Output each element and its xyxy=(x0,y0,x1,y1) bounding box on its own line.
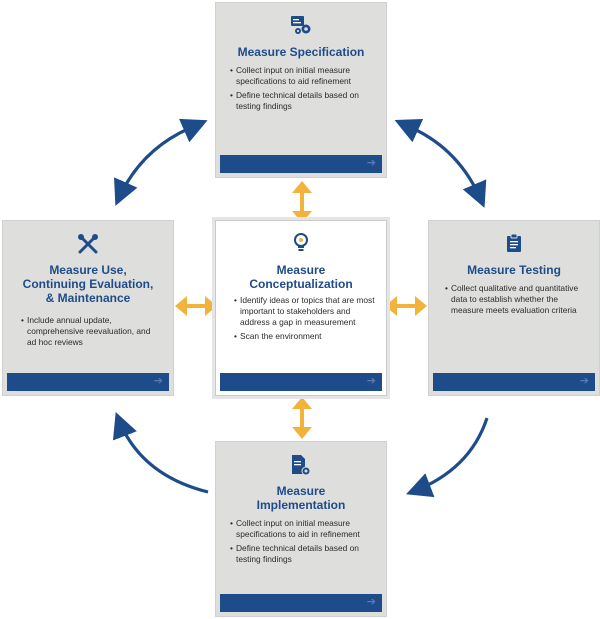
implementation-footer-bar: ➔ xyxy=(220,594,382,612)
testing-title: Measure Testing xyxy=(467,263,561,277)
yellow-arrow-bottom xyxy=(292,397,312,439)
arrow-right-icon: ➔ xyxy=(579,375,589,387)
card-testing: Measure Testing Collect qualitative and … xyxy=(428,220,600,396)
use-footer-bar: ➔ xyxy=(7,373,169,391)
concept-footer-bar: ➔ xyxy=(220,373,382,391)
use-title-line3: & Maintenance xyxy=(45,291,131,305)
use-bullets: Include annual update, comprehensive ree… xyxy=(21,315,161,351)
arrow-spec-to-testing xyxy=(394,119,487,208)
use-title-line2: Continuing Evaluation, xyxy=(22,277,154,291)
list-item: Define technical details based on testin… xyxy=(230,90,378,112)
spec-bullets: Collect input on initial measure specifi… xyxy=(230,65,378,115)
card-conceptualization: Measure Conceptualization Identify ideas… xyxy=(215,220,387,396)
arrow-right-icon: ➔ xyxy=(153,375,163,387)
testing-footer-bar: ➔ xyxy=(433,373,595,391)
card-implementation: Measure Implementation Collect input on … xyxy=(215,441,387,617)
document-gear-icon xyxy=(291,454,311,481)
testing-bullets: Collect qualitative and quantitative dat… xyxy=(445,283,589,319)
list-item: Include annual update, comprehensive ree… xyxy=(21,315,161,348)
arrow-spec-to-use xyxy=(114,118,208,206)
arrow-testing-to-implementation xyxy=(406,417,489,498)
list-item: Identify ideas or topics that are most i… xyxy=(234,295,376,328)
arrow-right-icon: ➔ xyxy=(366,596,376,608)
concept-title-line1: Measure xyxy=(276,263,326,277)
spec-title: Measure Specification xyxy=(237,45,365,59)
arrow-implementation-to-use xyxy=(112,412,209,494)
tools-icon xyxy=(77,233,99,260)
gear-document-icon xyxy=(290,15,312,40)
list-item: Scan the environment xyxy=(234,331,376,342)
concept-bullets: Identify ideas or topics that are most i… xyxy=(234,295,376,345)
implementation-title-line2: Implementation xyxy=(256,498,346,512)
card-use: Measure Use, Continuing Evaluation, & Ma… xyxy=(2,220,174,396)
use-title: Measure Use, Continuing Evaluation, & Ma… xyxy=(3,263,173,305)
card-specification: Measure Specification Collect input on i… xyxy=(215,2,387,178)
arrow-right-icon: ➔ xyxy=(366,157,376,169)
yellow-arrow-left xyxy=(175,296,217,316)
spec-footer-bar: ➔ xyxy=(220,155,382,173)
arrow-right-icon: ➔ xyxy=(366,375,376,387)
implementation-title: Measure Implementation xyxy=(216,484,386,512)
concept-title-line2: Conceptualization xyxy=(249,277,353,291)
lightbulb-icon xyxy=(293,233,309,258)
list-item: Define technical details based on testin… xyxy=(230,543,378,565)
concept-title: Measure Conceptualization xyxy=(216,263,386,291)
yellow-arrow-right xyxy=(385,296,427,316)
list-item: Collect input on initial measure specifi… xyxy=(230,518,378,540)
implementation-bullets: Collect input on initial measure specifi… xyxy=(230,518,378,568)
list-item: Collect qualitative and quantitative dat… xyxy=(445,283,589,316)
yellow-arrow-top xyxy=(292,181,312,223)
implementation-title-line1: Measure xyxy=(276,484,326,498)
use-title-line1: Measure Use, xyxy=(49,263,127,277)
clipboard-icon xyxy=(506,233,522,258)
list-item: Collect input on initial measure specifi… xyxy=(230,65,378,87)
